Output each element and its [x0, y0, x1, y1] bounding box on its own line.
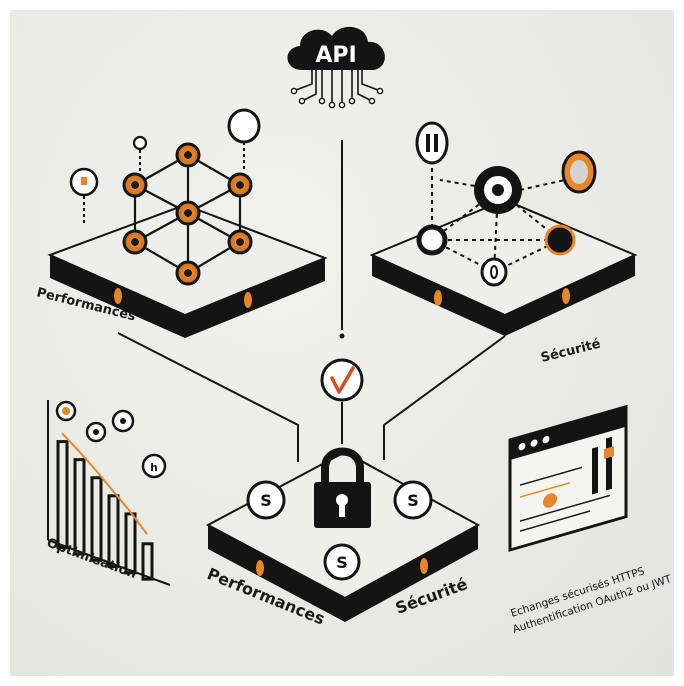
connector-left [117, 332, 299, 462]
network-node-icon [122, 142, 253, 286]
svg-text:h: h [150, 462, 157, 474]
security-platform: Sécurité [369, 121, 638, 366]
security-label: Sécurité [539, 337, 602, 366]
api-cloud-icon: API [287, 26, 385, 109]
token-right-icon: S [393, 480, 433, 520]
browser-window-icon [508, 404, 628, 552]
token-front-icon: S [323, 543, 361, 581]
central-platform: S S S Performances Sécurité [205, 447, 481, 629]
checkmark-icon [320, 358, 364, 402]
chart-bar [124, 512, 137, 575]
chart-bar [141, 542, 154, 581]
connector-right [383, 335, 506, 460]
chart-bar [73, 458, 86, 556]
svg-text:S: S [336, 553, 348, 572]
chart-bar [90, 476, 103, 562]
chart-bar [56, 440, 69, 550]
optimisation-chart: h Optimisation [45, 400, 171, 586]
svg-text:S: S [407, 491, 419, 510]
api-label: API [315, 43, 356, 68]
chart-bar [107, 494, 120, 569]
performance-platform: Performances [35, 108, 328, 338]
token-left-icon: S [246, 480, 286, 520]
chart-trend-line [61, 432, 148, 535]
svg-text:S: S [260, 491, 272, 510]
padlock-icon [314, 447, 371, 528]
